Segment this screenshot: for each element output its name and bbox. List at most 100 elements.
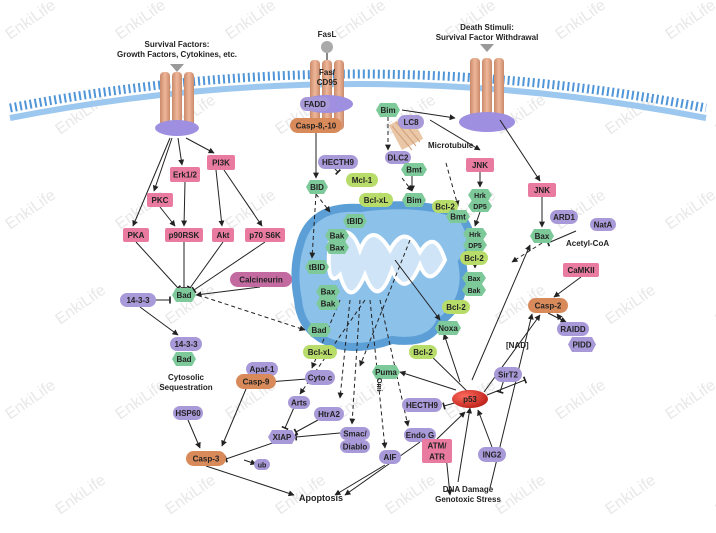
node-shape bbox=[462, 284, 486, 296]
node-label: Erk1/2 bbox=[173, 171, 198, 180]
node-p90rsk: p90RSK bbox=[165, 228, 203, 242]
node-shape bbox=[147, 193, 173, 207]
activation-edge bbox=[399, 370, 457, 391]
node-label: FADD bbox=[304, 100, 326, 109]
label-survival: Survival Factors: bbox=[145, 40, 210, 49]
node-shape bbox=[316, 285, 340, 298]
label-survival2: Growth Factors, Cytokines, etc. bbox=[117, 50, 237, 59]
node-label: Bim bbox=[406, 196, 421, 205]
node-shape bbox=[446, 210, 470, 223]
labels-layer: Survival Factors:Growth Factors, Cytokin… bbox=[117, 23, 609, 504]
node-ard1: ARD1 bbox=[550, 210, 578, 224]
node-shape bbox=[550, 210, 578, 224]
watermark-text: EnkiLife bbox=[383, 472, 439, 519]
watermark-text: EnkiLife bbox=[53, 282, 109, 329]
activation-edge bbox=[223, 169, 263, 227]
node-jnk-top: JNK bbox=[466, 158, 494, 172]
watermark-text: EnkiLife bbox=[3, 187, 59, 234]
node-label: Casp-2 bbox=[535, 302, 562, 311]
node-bax-right: Bax bbox=[530, 229, 554, 243]
label-omi: Omi bbox=[375, 378, 382, 392]
activation-edge bbox=[471, 244, 531, 381]
node-ub: ub bbox=[254, 459, 270, 470]
node-label: Bmt bbox=[450, 213, 466, 222]
node-shape bbox=[340, 440, 370, 453]
node-shape bbox=[379, 450, 401, 464]
node-label: DLC2 bbox=[388, 154, 409, 163]
watermark-text: EnkiLife bbox=[53, 472, 109, 519]
activation-edge bbox=[429, 119, 481, 151]
watermark-text: EnkiLife bbox=[163, 472, 219, 519]
watermark-text: EnkiLife bbox=[113, 0, 169, 43]
node-shape bbox=[305, 370, 335, 385]
label-dna2: Genotoxic Stress bbox=[435, 495, 501, 504]
node-bcl2-b: Bcl-2 bbox=[409, 345, 437, 359]
activation-edge bbox=[344, 441, 421, 496]
node-shape bbox=[462, 272, 486, 284]
node-label: XIAP bbox=[273, 433, 292, 442]
node-shape bbox=[530, 229, 554, 243]
node-label: Bcl-2 bbox=[446, 303, 466, 312]
activation-edge bbox=[473, 211, 481, 227]
node-shape bbox=[398, 115, 424, 129]
node-shape bbox=[254, 459, 270, 470]
node-p53: p53 bbox=[452, 390, 488, 408]
node-camkii: CaMKII bbox=[563, 263, 599, 277]
node-akt: Akt bbox=[212, 228, 234, 242]
node-label: Cyto c bbox=[308, 374, 333, 383]
node-hrk2: Hrk bbox=[463, 228, 487, 240]
node-shape bbox=[290, 118, 342, 133]
node-label: Bad bbox=[176, 355, 191, 364]
label-death1: Death Stimuli: bbox=[460, 23, 514, 32]
watermark-text: EnkiLife bbox=[3, 0, 59, 43]
node-shape bbox=[402, 193, 426, 207]
activation-edge bbox=[315, 193, 331, 213]
node-xiap: XIAP bbox=[268, 430, 296, 444]
node-casp2: Casp-2 bbox=[528, 298, 568, 313]
node-label: HSP60 bbox=[175, 409, 201, 418]
node-bim-top: Bim bbox=[376, 103, 400, 117]
node-bcl2-c: Bcl-2 bbox=[460, 251, 488, 265]
node-hrk1: Hrk bbox=[468, 189, 492, 201]
node-shape bbox=[401, 163, 427, 176]
node-lc8: LC8 bbox=[398, 115, 424, 129]
node-apaf1: Apaf-1 bbox=[246, 362, 278, 376]
label-fas: Fas/ bbox=[319, 68, 336, 77]
node-label: Smac/ bbox=[343, 430, 367, 439]
node-label: Mcl-1 bbox=[352, 176, 373, 185]
label-dna1: DNA Damage bbox=[443, 485, 494, 494]
node-shape bbox=[463, 239, 487, 251]
node-arts: Arts bbox=[288, 396, 310, 409]
node-pka: PKA bbox=[123, 228, 149, 242]
node-bak3: Bak bbox=[462, 284, 486, 296]
node-label: Bcl-xL bbox=[364, 196, 389, 205]
edges-layer bbox=[132, 109, 582, 497]
watermark-text: EnkiLife bbox=[603, 282, 659, 329]
node-shape bbox=[528, 183, 556, 197]
node-label: ING2 bbox=[483, 451, 502, 460]
node-dp5-2: DP5 bbox=[463, 239, 487, 251]
node-shape bbox=[207, 155, 235, 170]
node-label: HECTH9 bbox=[406, 401, 439, 410]
node-pi3k: PI3K bbox=[207, 155, 235, 170]
node-dlc2: DLC2 bbox=[385, 151, 411, 164]
node-casp9: Casp-9 bbox=[236, 374, 276, 389]
label-acetyl: Acetyl-CoA bbox=[566, 239, 609, 248]
node-raidd: RAIDD bbox=[557, 322, 589, 336]
node-tbid1: tBID bbox=[343, 214, 367, 228]
inhibition-edge bbox=[186, 241, 224, 291]
node-shape bbox=[372, 365, 400, 379]
receptor-survival bbox=[155, 64, 199, 136]
node-shape bbox=[325, 241, 349, 254]
node-hecth9-bot: HECTH9 bbox=[402, 398, 442, 412]
node-shape bbox=[468, 200, 492, 212]
node-label: Casp-8,-10 bbox=[296, 122, 337, 131]
activation-edge bbox=[177, 137, 185, 166]
node-label: Diablo bbox=[343, 443, 368, 452]
node-shape bbox=[186, 451, 226, 466]
node-label: Bmt bbox=[406, 166, 422, 175]
node-label: p70 S6K bbox=[249, 231, 281, 240]
node-label: Akt bbox=[217, 231, 230, 240]
node-shape bbox=[268, 430, 296, 444]
